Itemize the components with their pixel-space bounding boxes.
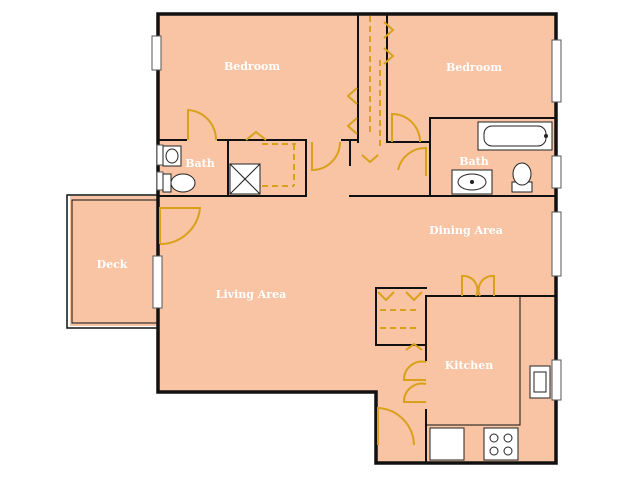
floor-area xyxy=(70,14,556,463)
door-hall xyxy=(311,141,341,172)
window xyxy=(551,211,562,277)
toilet-icon xyxy=(511,162,533,193)
window xyxy=(551,39,562,103)
door-pantry xyxy=(402,360,427,403)
toilet-icon xyxy=(162,173,196,193)
room-label-bedroom1: Bedroom xyxy=(224,60,280,73)
room-label-kitchen: Kitchen xyxy=(445,359,494,372)
room-label-bath1: Bath xyxy=(185,157,215,170)
stove-icon xyxy=(483,427,519,461)
room-label-deck: Deck xyxy=(97,258,128,271)
refrigerator-icon xyxy=(429,427,465,461)
window xyxy=(152,255,163,309)
exterior-walls xyxy=(156,12,558,465)
window xyxy=(156,171,164,191)
window xyxy=(551,359,562,401)
window xyxy=(156,144,164,166)
door-entry-deck xyxy=(159,207,202,246)
room-label-living: Living Area xyxy=(216,288,286,301)
doors xyxy=(159,108,495,446)
room-labels: Bedroom Bedroom Bath Bath Dining Area De… xyxy=(97,60,503,372)
bathtub-icon xyxy=(477,121,553,151)
windows xyxy=(151,35,562,401)
interior-walls xyxy=(157,13,557,464)
door-kitchen-left xyxy=(461,274,479,297)
door-bedroom2 xyxy=(391,112,421,143)
window xyxy=(151,35,162,71)
room-label-dining: Dining Area xyxy=(429,224,503,237)
sink-icon xyxy=(451,169,493,195)
closet-doors xyxy=(245,16,423,351)
door-front xyxy=(377,406,415,446)
shower-icon xyxy=(229,163,261,195)
door-bedroom1 xyxy=(187,108,218,141)
kitchen-sink-icon xyxy=(529,365,551,399)
window xyxy=(551,155,562,189)
door-kitchen-right xyxy=(477,274,495,297)
room-label-bath2: Bath xyxy=(459,155,489,168)
door-bath2 xyxy=(397,146,427,176)
room-label-bedroom2: Bedroom xyxy=(446,61,502,74)
sink-icon xyxy=(162,145,182,167)
fixtures xyxy=(162,121,553,461)
